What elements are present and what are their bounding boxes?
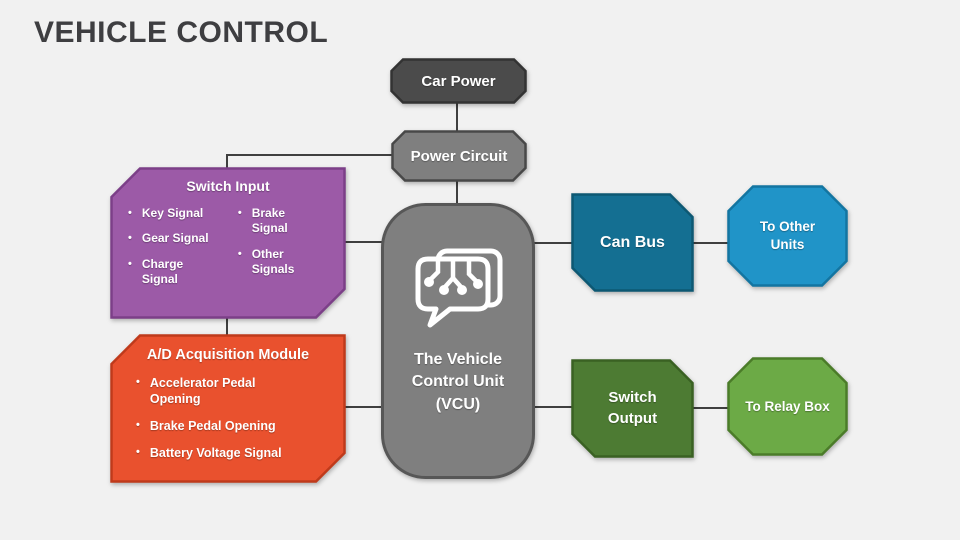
to-relay-box-label: To Relay Box	[745, 398, 830, 414]
bullet-text: Gear Signal	[141, 231, 209, 246]
to-relay-box-shape	[727, 357, 848, 456]
bullet-item: Key Signal	[128, 206, 216, 221]
can-bus-shape	[571, 193, 694, 292]
connector-vcu-to-can-bus	[533, 242, 573, 244]
circuit-chat-bubble-icon	[415, 248, 503, 328]
switch-input-title: Switch Input	[186, 178, 270, 194]
bullet-text: Charge Signal	[141, 256, 184, 287]
connector-power-circuit-to-switch-input-horizontal	[226, 154, 392, 156]
connector-switch-output-to-relay-box	[692, 407, 729, 409]
switch-output-shape	[571, 359, 694, 458]
car-power-node: Car Power	[390, 58, 527, 104]
car-power-shape	[390, 58, 527, 104]
switch-input-node: Switch Input Key Signal Gear Signal Char…	[110, 167, 346, 319]
bullet-item: Gear Signal	[128, 231, 216, 246]
switch-input-bullets-left: Key Signal Gear Signal Charge Signal	[128, 206, 216, 287]
to-other-units-shape	[727, 185, 848, 287]
bullet-item: Brake Pedal Opening	[136, 418, 346, 434]
bullet-text: Key Signal	[141, 206, 204, 220]
can-bus-node: Can Bus	[571, 193, 694, 292]
ad-module-node: A/D Acquisition Module Accelerator Pedal…	[110, 334, 346, 483]
power-circuit-node: Power Circuit	[391, 130, 527, 182]
to-other-units-node: To Other Units	[727, 185, 848, 287]
connector-power-circuit-to-vcu	[456, 180, 458, 205]
bullet-text: Brake Signal	[251, 206, 288, 236]
connector-ad-module-to-vcu	[344, 406, 384, 408]
power-circuit-label: Power Circuit	[410, 147, 508, 165]
ad-module-bullets: Accelerator Pedal Opening Brake Pedal Op…	[110, 363, 346, 461]
car-power-label: Car Power	[421, 72, 496, 90]
to-other-units-label: To Other Units	[759, 219, 816, 252]
bullet-item: Other Signals	[238, 247, 308, 278]
vcu-label: The Vehicle Control Unit (VCU)	[411, 351, 505, 413]
ad-module-title: A/D Acquisition Module	[146, 347, 310, 363]
page-title: VEHICLE CONTROL	[34, 16, 329, 49]
connector-power-circuit-to-switch-input-vertical	[226, 154, 228, 170]
power-circuit-shape	[391, 130, 527, 182]
connector-can-bus-to-other-units	[692, 242, 729, 244]
bullet-item: Brake Signal	[238, 206, 308, 237]
bullet-text: Battery Voltage Signal	[149, 446, 282, 460]
switch-output-node: Switch Output	[571, 359, 694, 458]
bullet-text: Other Signals	[251, 246, 295, 277]
to-relay-box-node: To Relay Box	[727, 357, 848, 456]
switch-output-label: Switch Output	[607, 389, 658, 427]
bullet-text: Accelerator Pedal Opening	[149, 376, 256, 406]
bullet-item: Charge Signal	[128, 257, 216, 288]
bullet-item: Battery Voltage Signal	[136, 445, 346, 461]
connector-switch-input-to-vcu	[344, 241, 384, 243]
vcu-node: The Vehicle Control Unit (VCU)	[381, 203, 535, 479]
connector-switch-input-to-ad-module	[226, 317, 228, 336]
bullet-text: Brake Pedal Opening	[149, 419, 276, 433]
switch-input-bullets-right: Brake Signal Other Signals	[238, 206, 308, 287]
connector-car-power-to-power-circuit	[456, 102, 458, 132]
bullet-item: Accelerator Pedal Opening	[136, 375, 346, 407]
can-bus-label: Can Bus	[600, 233, 665, 251]
connector-vcu-to-switch-output	[533, 406, 573, 408]
